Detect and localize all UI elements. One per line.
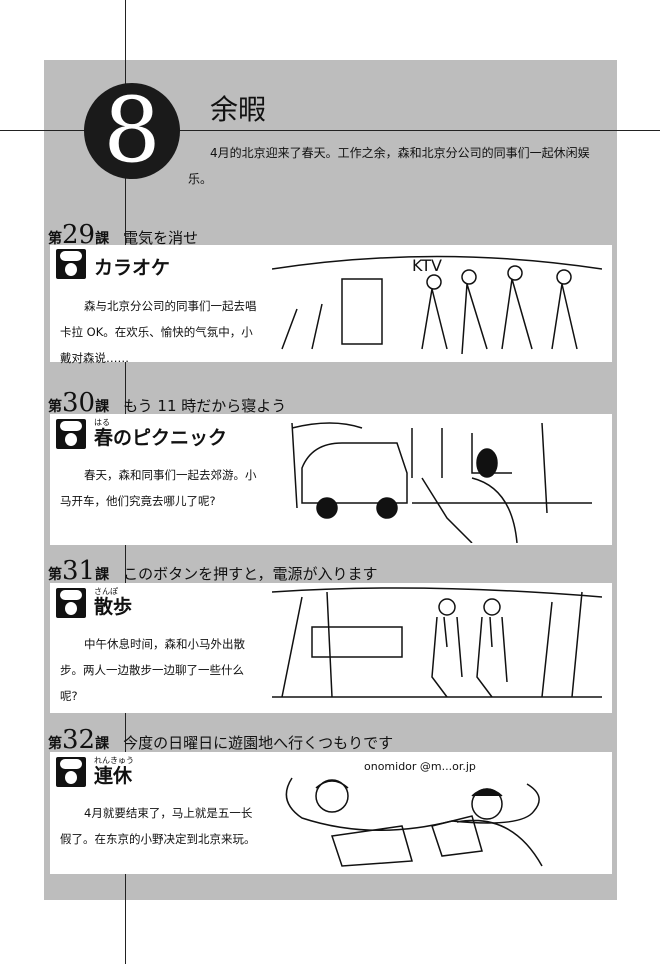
lesson-subtitle: 春のピクニック bbox=[94, 427, 228, 449]
lesson-prefix: 第 bbox=[48, 567, 62, 583]
subtitle-ruby: さんぽ bbox=[94, 587, 118, 596]
chapter-title: 余暇 bbox=[210, 93, 267, 126]
lesson-prefix: 第 bbox=[48, 231, 62, 247]
lesson-title: このボタンを押すと，電源が入ります bbox=[123, 565, 378, 583]
lesson-card: はる 春のピクニック 春天，森和同事们一起去郊游。小马开车，他们究竟去哪儿了呢? bbox=[50, 414, 612, 545]
chapter-number: 8 bbox=[84, 83, 180, 179]
lesson-subtitle-wrap: れんきゅう 連休 bbox=[94, 756, 134, 787]
lesson-description: 中午休息时间，森和小马外出散步。两人一边散步一边聊了一些什么呢? bbox=[60, 637, 245, 703]
subtitle-ruby: れんきゅう bbox=[94, 756, 134, 765]
lesson-header: 第 31 課 このボタンを押すと，電源が入ります bbox=[48, 558, 378, 584]
lesson-illustration: onomidor @m...or.jp bbox=[272, 756, 602, 875]
speech-face-icon bbox=[56, 419, 86, 449]
speech-face-icon bbox=[56, 249, 86, 279]
speech-face-icon bbox=[56, 757, 86, 787]
speech-face-icon bbox=[56, 588, 86, 618]
lesson-suffix: 課 bbox=[95, 567, 110, 583]
chapter-intro: 4月的北京迎来了春天。工作之余，森和北京分公司的同事们一起休闲娱乐。 bbox=[188, 146, 590, 186]
ktv-sign: KTV bbox=[412, 256, 442, 275]
lesson-subtitle-wrap: カラオケ bbox=[94, 257, 170, 279]
lesson-prefix: 第 bbox=[48, 736, 62, 752]
divider-horizontal bbox=[0, 130, 660, 131]
lesson-header: 第 30 課 もう 11 時だから寝よう bbox=[48, 390, 286, 416]
lesson-prefix: 第 bbox=[48, 399, 62, 415]
lesson-subtitle: 連休 bbox=[94, 765, 133, 787]
lesson-suffix: 課 bbox=[95, 736, 110, 752]
lesson-subtitle-wrap: さんぽ 散歩 bbox=[94, 587, 132, 618]
lesson-card: カラオケ 森与北京分公司的同事们一起去唱卡拉 OK。在欢乐、愉快的气氛中，小戴对… bbox=[50, 245, 612, 365]
lesson-title: 今度の日曜日に遊園地へ行くつもりです bbox=[123, 734, 394, 752]
lesson-subtitle: 散歩 bbox=[94, 596, 133, 618]
lesson-title: 電気を消せ bbox=[123, 229, 199, 247]
lesson-number: 31 bbox=[62, 556, 96, 586]
lesson-title: もう 11 時だから寝よう bbox=[123, 397, 287, 415]
lesson-suffix: 課 bbox=[95, 231, 110, 247]
lesson-number: 32 bbox=[62, 725, 96, 755]
lesson-illustration: KTV bbox=[271, 249, 603, 363]
lesson-number: 30 bbox=[62, 388, 96, 418]
lesson-subtitle-wrap: はる 春のピクニック bbox=[94, 418, 227, 449]
lesson-card: れんきゅう 連休 4月就要结束了，马上就是五一长假了。在东京的小野决定到北京来玩… bbox=[50, 752, 612, 874]
lesson-description: 春天，森和同事们一起去郊游。小马开车，他们究竟去哪儿了呢? bbox=[60, 468, 257, 508]
speech-bubble-email: onomidor @m...or.jp bbox=[364, 760, 476, 773]
lesson-card: さんぽ 散歩 中午休息时间，森和小马外出散步。两人一边散步一边聊了一些什么呢? bbox=[50, 583, 612, 713]
lesson-header: 第 29 課 電気を消せ bbox=[48, 222, 198, 248]
subtitle-ruby: はる bbox=[94, 418, 110, 427]
lesson-header: 第 32 課 今度の日曜日に遊園地へ行くつもりです bbox=[48, 727, 393, 753]
lesson-number: 29 bbox=[62, 220, 96, 250]
lesson-description: 森与北京分公司的同事们一起去唱卡拉 OK。在欢乐、愉快的气氛中，小戴对森说…… bbox=[60, 299, 257, 365]
lesson-subtitle: カラオケ bbox=[94, 257, 171, 279]
lesson-illustration bbox=[271, 587, 603, 706]
lesson-description: 4月就要结束了，马上就是五一长假了。在东京的小野决定到北京来玩。 bbox=[60, 806, 256, 846]
lesson-illustration bbox=[272, 418, 602, 547]
lesson-suffix: 課 bbox=[95, 399, 110, 415]
